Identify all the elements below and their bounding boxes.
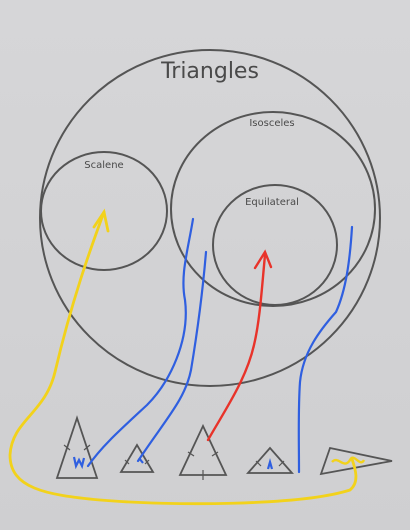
paper-edge	[410, 0, 419, 530]
equilateral-label: Equilateral	[245, 197, 299, 208]
triangles-outer-circle	[39, 49, 381, 387]
triangle-3-equilateral	[178, 423, 228, 480]
blue-scribble-mark-3	[266, 457, 274, 470]
triangle-4-wide-isosceles	[246, 446, 294, 474]
diagram-title: Triangles	[160, 59, 259, 84]
triangle-1-tall-isosceles	[55, 415, 99, 479]
scalene-label: Scalene	[84, 160, 123, 171]
red-arrow-equilateral	[206, 253, 267, 442]
red-arrowhead	[253, 249, 273, 270]
isosceles-label: Isosceles	[249, 118, 294, 129]
triangle-2-small-isosceles	[119, 443, 155, 473]
yellow-arrowhead	[92, 208, 110, 233]
blue-line-isosceles-2	[136, 250, 208, 463]
blue-line-isosceles-1	[86, 217, 195, 468]
triangle-5-scalene	[319, 446, 393, 476]
blue-line-isosceles-3	[297, 225, 354, 474]
equilateral-circle	[212, 184, 338, 306]
yellow-arrow-scalene	[8, 210, 358, 506]
yellow-scribble-mark	[331, 456, 366, 465]
isosceles-circle	[170, 111, 376, 307]
blue-scribble-mark-1	[72, 456, 86, 470]
scalene-circle	[40, 151, 168, 271]
